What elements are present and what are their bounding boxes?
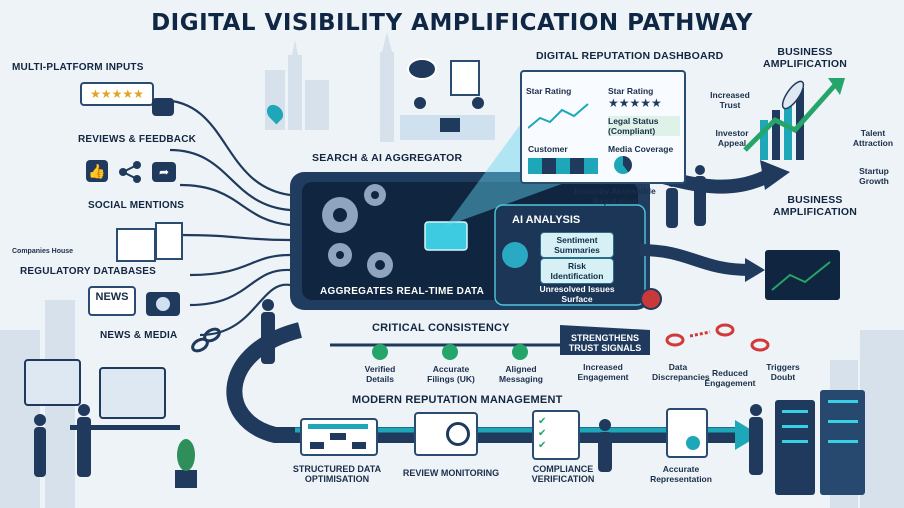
unresolved-label: Unresolved Issues Surface [539, 284, 615, 304]
discrepancies-label: Data Discrepancies [652, 362, 710, 382]
broken-chain-icon [665, 323, 770, 352]
aggregator-caption: AGGREGATES REAL-TIME DATA [320, 286, 485, 297]
doubt-label: Triggers Doubt [766, 362, 800, 382]
inputs-heading: MULTI-PLATFORM INPUTS [12, 62, 144, 73]
dashboard-star-rating-1: Star Rating [526, 86, 572, 96]
consistency-heading: CRITICAL CONSISTENCY [372, 322, 510, 334]
regulatory-label: REGULATORY DATABASES [20, 266, 157, 277]
uk-flag-icon-small [640, 288, 662, 310]
amplification-heading-mid: BUSINESS AMPLIFICATION [772, 194, 858, 218]
document-icon [116, 228, 156, 262]
input-connectors [159, 98, 291, 337]
dashboard-media-coverage: Media Coverage [608, 144, 674, 154]
sentiment-chip: Sentiment Summaries [540, 232, 614, 258]
amplification-heading-top: BUSINESS AMPLIFICATION [762, 46, 848, 70]
reputation-dashboard: Star Rating Star Rating ★★★★★ Legal Stat… [520, 70, 686, 184]
people-figures [34, 97, 763, 477]
growth-label: Startup Growth [859, 166, 889, 186]
filings-label: Accurate Filings (UK) [427, 364, 475, 384]
messaging-label: Aligned Messaging [499, 364, 543, 384]
reviews-label: REVIEWS & FEEDBACK [78, 134, 197, 145]
analytics-monitor [765, 250, 840, 300]
customer-bars [528, 158, 598, 174]
accurate-doc-icon [666, 408, 708, 458]
document-stack-icon [155, 222, 183, 260]
talent-label: Talent Attraction [852, 128, 894, 148]
growth-chart [743, 78, 845, 160]
rocket-icon [781, 80, 805, 110]
server-racks [775, 390, 865, 495]
brain-icon [502, 242, 528, 268]
investor-label: Investor Appeal [715, 128, 749, 148]
plant-icon [175, 439, 197, 488]
media-pie-icon [614, 156, 632, 174]
star-rating-card: ★★★★★ [80, 82, 154, 106]
accurate-label: Accurate Representation [650, 464, 712, 484]
review-monitoring-icon [414, 412, 478, 456]
ai-chip [424, 221, 468, 251]
left-monitor [24, 359, 81, 406]
dashboard-star-rating-2: Star Rating [608, 86, 654, 96]
forward-icon: ➦ [152, 162, 176, 182]
trust-label: Increased Trust [710, 90, 750, 110]
share-icon [118, 160, 142, 184]
gear-icons [322, 184, 393, 278]
social-label: SOCIAL MENTIONS [88, 200, 185, 211]
management-heading: MODERN REPUTATION MANAGEMENT [352, 394, 563, 406]
chain-icon [191, 327, 221, 353]
page-title: DIGITAL VISIBILITY AMPLIFICATION PATHWAY [151, 10, 753, 36]
newspaper-icon: NEWS [88, 286, 136, 316]
review-monitoring-label: REVIEW MONITORING [402, 468, 500, 478]
dashboard-customer: Customer [528, 144, 568, 154]
risk-chip: Risk Identification [540, 258, 614, 284]
aggregator-heading: SEARCH & AI AGGREGATOR [312, 152, 463, 164]
thumbs-up-icon: 👍 [86, 160, 108, 182]
dashboard-stars: ★★★★★ [608, 96, 662, 110]
structured-label: STRUCTURED DATA OPTIMISATION [292, 464, 382, 484]
strengthens-label: STRENGTHENS TRUST SIGNALS [568, 333, 642, 353]
news-media-label: NEWS & MEDIA [100, 330, 178, 341]
structured-data-icon [300, 418, 378, 456]
dashboard-caption: Instantly Accessible Reputation [574, 186, 656, 206]
compliance-checklist-icon: ✔✔✔ [532, 410, 580, 460]
companies-house-label: Companies House [12, 248, 74, 255]
check-icons [372, 344, 528, 360]
dashboard-legal-status: Legal Status (Compliant) [608, 116, 680, 136]
uk-flag-icon [407, 58, 437, 80]
camera-icon [146, 292, 180, 316]
profile-doc-icon [450, 60, 480, 96]
verified-label: Verified Details [364, 364, 396, 384]
chat-bubble-icon [152, 98, 174, 116]
reduced-engagement-label: Reduced Engagement [704, 368, 756, 388]
increased-engagement-label: Increased Engagement [577, 362, 629, 382]
dashboard-heading: DIGITAL REPUTATION DASHBOARD [536, 50, 724, 62]
ai-analysis-heading: AI ANALYSIS [512, 214, 581, 226]
compliance-label: COMPLIANCE VERIFICATION [531, 464, 595, 484]
